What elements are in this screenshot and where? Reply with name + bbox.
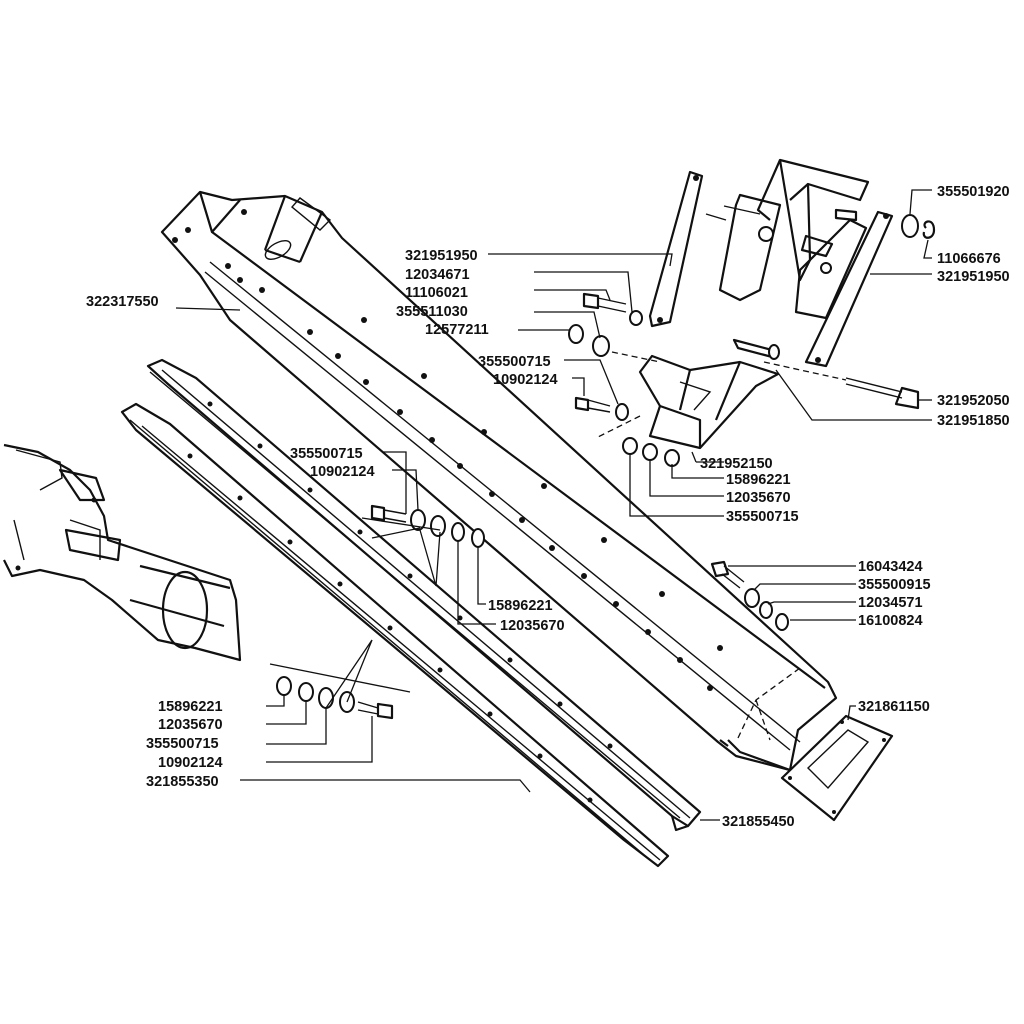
hardware-stack-center bbox=[370, 504, 485, 548]
label-12035670-b: 12035670 bbox=[500, 618, 565, 634]
label-10902124-b: 10902124 bbox=[310, 464, 375, 480]
label-15896221-c: 15896221 bbox=[158, 699, 223, 715]
label-12035670-c: 12035670 bbox=[158, 717, 223, 733]
label-12035670-a: 12035670 bbox=[726, 490, 791, 506]
label-321855350: 321855350 bbox=[146, 774, 219, 790]
rail-upper bbox=[146, 358, 702, 832]
hardware-stack-lower bbox=[276, 676, 394, 720]
label-321951950-a: 321951950 bbox=[405, 248, 478, 264]
label-16043424: 16043424 bbox=[858, 559, 923, 575]
part-labels: 322317550 321951950 12034671 11106021 35… bbox=[86, 184, 1010, 830]
washer-355501920 bbox=[901, 214, 936, 239]
label-15896221-a: 15896221 bbox=[726, 472, 791, 488]
label-321952050: 321952050 bbox=[937, 393, 1010, 409]
hardware-upper-bolt bbox=[582, 292, 643, 326]
label-321861150: 321861150 bbox=[858, 699, 930, 715]
rail-lower bbox=[120, 402, 670, 868]
hardware-stack-mid bbox=[622, 437, 680, 467]
label-12034671: 12034671 bbox=[405, 267, 470, 283]
label-355500715-d: 355500715 bbox=[146, 736, 219, 752]
bracket-frame bbox=[705, 158, 870, 320]
support-bracket bbox=[638, 354, 780, 450]
pin-321951850 bbox=[732, 338, 780, 360]
hardware-small-bolt bbox=[574, 396, 629, 421]
tube-mount bbox=[3, 443, 242, 662]
label-16100824: 16100824 bbox=[858, 613, 923, 629]
label-321951950-b: 321951950 bbox=[937, 269, 1010, 285]
label-355511030: 355511030 bbox=[396, 304, 468, 320]
label-355500715-b: 355500715 bbox=[726, 509, 799, 525]
label-11066676: 11066676 bbox=[937, 251, 1001, 267]
label-12577211: 12577211 bbox=[425, 322, 489, 338]
label-10902124-a: 10902124 bbox=[493, 372, 558, 388]
alignment-lines bbox=[269, 351, 847, 693]
hardware-stack-right bbox=[710, 560, 789, 631]
label-355501920: 355501920 bbox=[937, 184, 1010, 200]
label-321855450: 321855450 bbox=[722, 814, 795, 830]
label-322317550: 322317550 bbox=[86, 294, 159, 310]
link-strap-left bbox=[648, 170, 704, 328]
label-355500715-c: 355500715 bbox=[290, 446, 363, 462]
label-321952150: 321952150 bbox=[700, 456, 773, 472]
label-11106021: 11106021 bbox=[405, 285, 468, 301]
label-12034571: 12034571 bbox=[858, 595, 923, 611]
label-15896221-b: 15896221 bbox=[488, 598, 553, 614]
link-strap-right bbox=[804, 210, 894, 368]
cover-plate bbox=[780, 714, 894, 822]
label-10902124-c: 10902124 bbox=[158, 755, 223, 771]
bolt-321952050 bbox=[845, 377, 920, 410]
label-355500915: 355500915 bbox=[858, 577, 931, 593]
leader-lines bbox=[175, 189, 932, 821]
label-355500715-a: 355500715 bbox=[478, 354, 551, 370]
main-beam bbox=[160, 190, 838, 772]
hardware-washers-355511030 bbox=[568, 324, 610, 357]
label-321951850: 321951850 bbox=[937, 413, 1010, 429]
